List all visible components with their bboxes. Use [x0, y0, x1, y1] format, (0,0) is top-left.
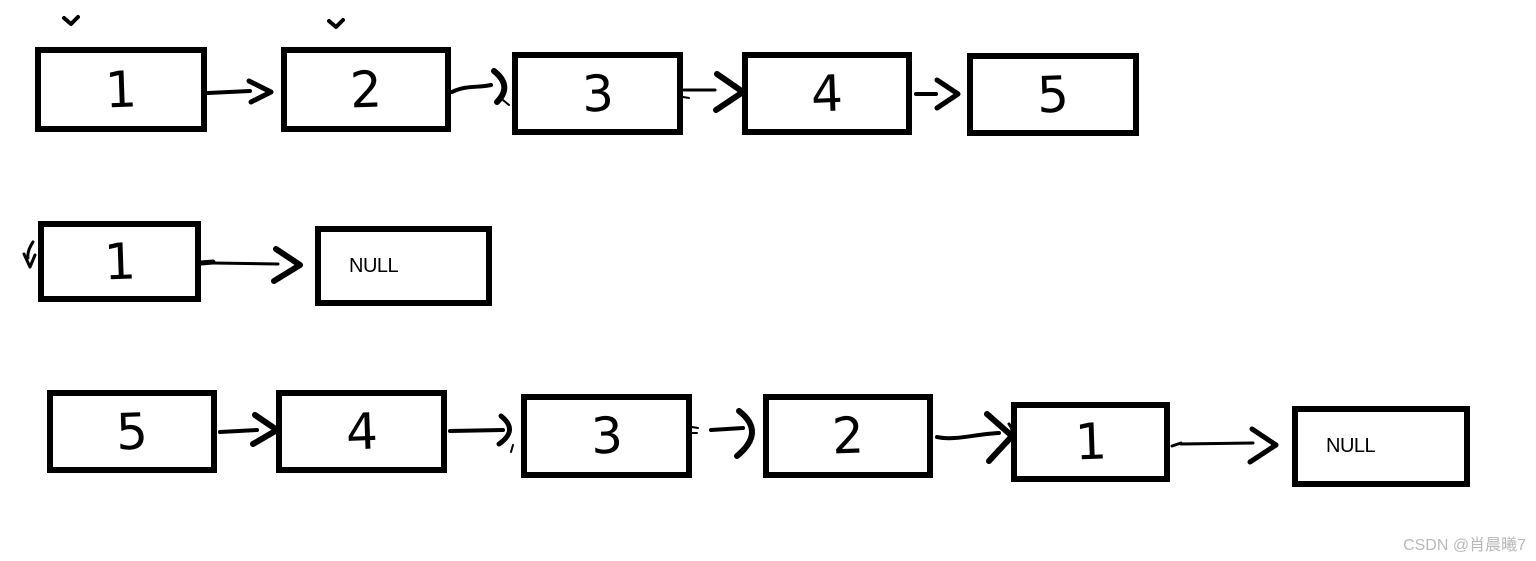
small-down-arrow-icon: [22, 240, 37, 269]
next-pointer-arrow-icon: [691, 408, 755, 459]
list-node: 1: [38, 221, 201, 302]
next-pointer-arrow-icon: [450, 68, 510, 106]
list-node: 3: [521, 394, 692, 478]
list-node: 2: [763, 394, 933, 478]
next-pointer-arrow-icon: [218, 412, 280, 447]
null-label: NULL: [349, 254, 399, 277]
list-node: 3: [512, 52, 683, 135]
node-value: 3: [589, 406, 624, 466]
node-value: 1: [104, 59, 138, 120]
csdn-watermark: CSDN @肖晨曦7: [1403, 537, 1526, 554]
node-value: 1: [102, 231, 137, 292]
node-value: 5: [1036, 64, 1070, 125]
checkmark-icon: [62, 15, 80, 26]
next-pointer-arrow-icon: [1170, 426, 1279, 465]
list-node: 1: [1011, 402, 1170, 482]
node-value: 5: [115, 401, 149, 462]
checkmark-icon: [327, 18, 345, 29]
list-node: 4: [742, 52, 912, 135]
list-node: 5: [47, 390, 217, 473]
list-node: 2: [281, 47, 451, 132]
next-pointer-arrow-icon: [914, 77, 961, 111]
node-value: 2: [831, 406, 865, 466]
null-label: NULL: [1326, 435, 1376, 457]
list-node: 4: [276, 390, 447, 473]
node-value: 3: [580, 63, 615, 124]
next-pointer-arrow-icon: [682, 71, 746, 113]
next-pointer-arrow-icon: [198, 246, 303, 284]
node-value: 4: [344, 401, 379, 462]
next-pointer-arrow-icon: [448, 413, 514, 453]
null-node: NULL: [315, 226, 492, 306]
node-value: 2: [349, 59, 383, 120]
next-pointer-arrow-icon: [206, 78, 274, 105]
list-node: 1: [35, 47, 207, 132]
node-value: 1: [1073, 412, 1108, 472]
next-pointer-arrow-icon: [935, 411, 1015, 464]
null-node: NULL: [1292, 406, 1470, 487]
list-node: 5: [967, 53, 1139, 136]
node-value: 4: [810, 63, 844, 124]
